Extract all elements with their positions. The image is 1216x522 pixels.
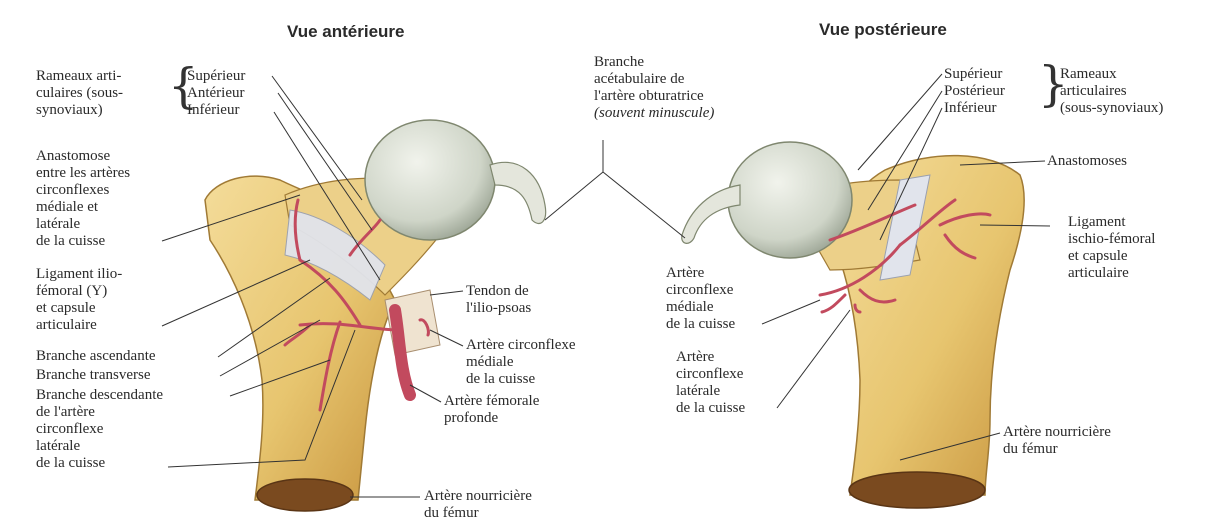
anterior-rameaux-group-label: Rameaux arti- culaires (sous- synoviaux) bbox=[36, 68, 123, 119]
posterior-femoral-head bbox=[728, 142, 852, 258]
posterior-rameaux-group-label: Rameaux articulaires (sous-synoviaux) bbox=[1060, 66, 1163, 117]
branche-acetabulaire-label: Branche acétabulaire de l'artère obturat… bbox=[594, 54, 714, 122]
ischiofemoral-ligament-label: Ligament ischio-fémoral et capsule artic… bbox=[1068, 214, 1155, 282]
branche-transverse-label: Branche transverse bbox=[36, 367, 151, 384]
posterior-circ-mediale-label: Artère circonflexe médiale de la cuisse bbox=[666, 265, 735, 333]
anterior-femur-cut-end bbox=[257, 479, 353, 511]
anterior-femoral-head bbox=[365, 120, 495, 240]
anastomoses-label: Anastomoses bbox=[1047, 153, 1127, 170]
posterior-femur-cut-end bbox=[849, 472, 985, 508]
posterior-view-title: Vue postérieure bbox=[819, 20, 947, 40]
posterior-nourriciere-label: Artère nourricière du fémur bbox=[1003, 424, 1111, 458]
femorale-profonde-label: Artère fémorale profonde bbox=[444, 393, 539, 427]
iliofemoral-ligament-label: Ligament ilio- fémoral (Y) et capsule ar… bbox=[36, 266, 122, 334]
branche-ascendante-label: Branche ascendante bbox=[36, 348, 156, 365]
anterior-ligament-teres bbox=[490, 162, 546, 223]
anastomose-label: Anastomose entre les artères circonflexe… bbox=[36, 148, 130, 250]
anterior-rameaux-items: Supérieur Antérieur Inférieur bbox=[187, 68, 245, 119]
posterior-rameaux-items: Supérieur Postérieur Inférieur bbox=[944, 66, 1005, 117]
anterior-view-title: Vue antérieure bbox=[287, 22, 404, 42]
branche-descendante-label: Branche descendante de l'artère circonfl… bbox=[36, 387, 163, 472]
anterior-circ-mediale-label: Artère circonflexe médiale de la cuisse bbox=[466, 337, 576, 388]
iliopsoas-tendon-label: Tendon de l'ilio-psoas bbox=[466, 283, 531, 317]
posterior-circ-laterale-label: Artère circonflexe latérale de la cuisse bbox=[676, 349, 745, 417]
